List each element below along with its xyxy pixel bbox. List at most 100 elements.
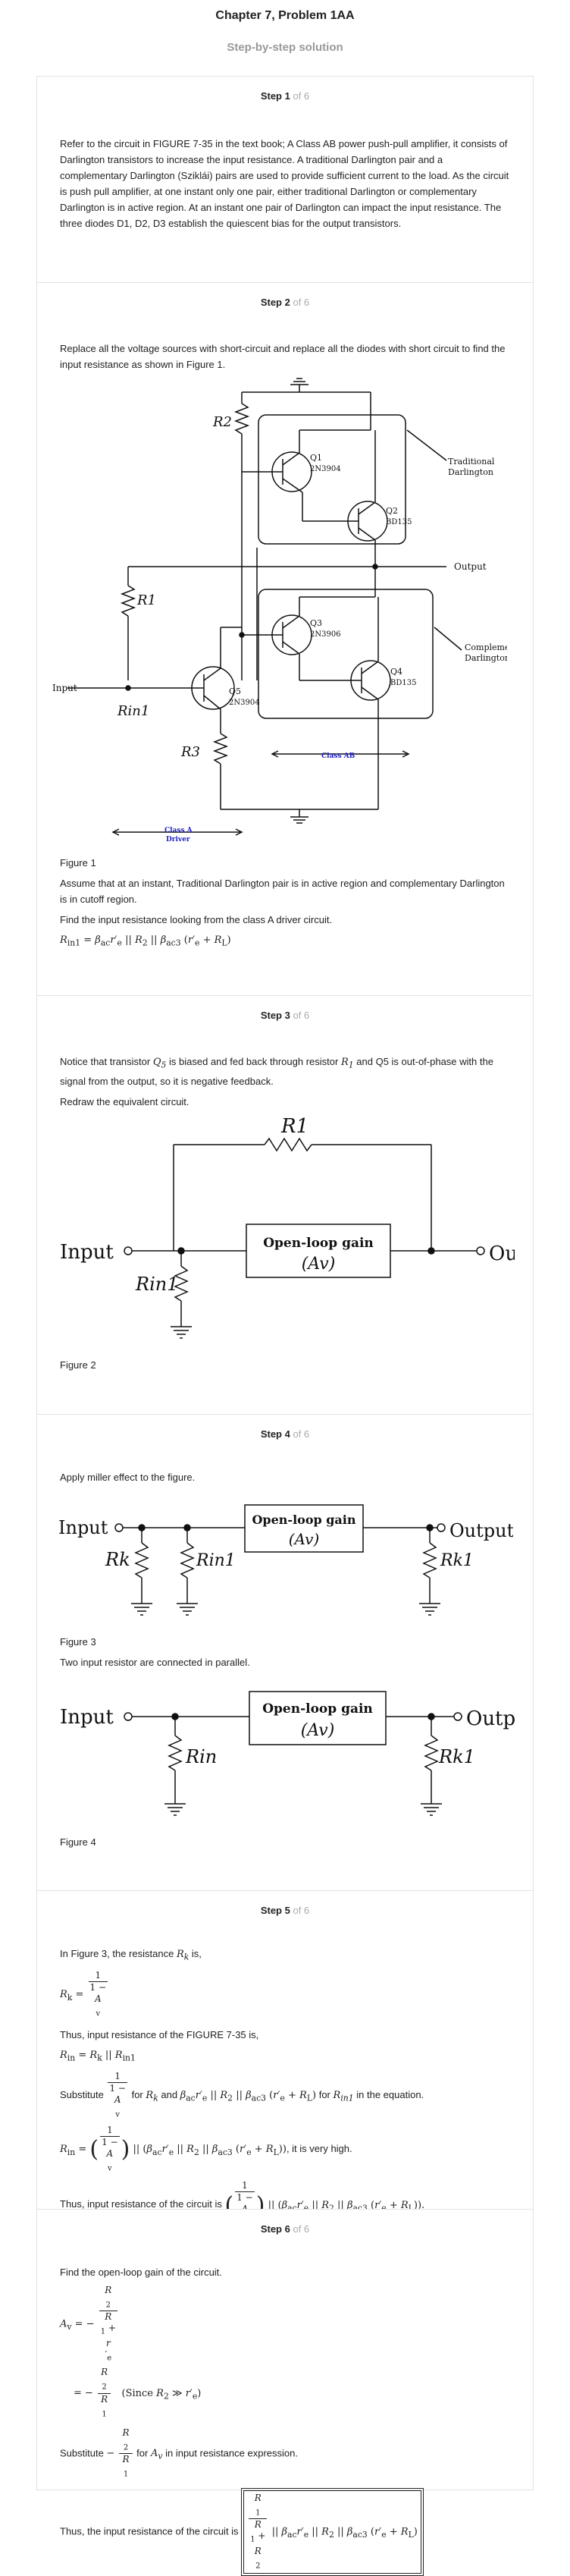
- label-darlington-1: Darlington: [448, 467, 493, 477]
- page-subtitle: Step-by-step solution: [227, 41, 343, 54]
- text-part: Substitute: [60, 2088, 104, 2100]
- symbol-rk: Rk: [176, 1949, 189, 1962]
- step-count: of 6: [293, 1010, 310, 1021]
- label-output: Output: [489, 1242, 515, 1265]
- step-count: of 6: [293, 297, 310, 308]
- text-part: and Q5 is out-of-phase with the signal f…: [60, 1056, 493, 1087]
- label-q2: Q2: [386, 506, 398, 516]
- step-label: Step 4: [260, 1428, 290, 1440]
- label-rk: Rk: [105, 1549, 130, 1570]
- text-part: and: [161, 2088, 178, 2100]
- step-4-parallel: Two input resistor are connected in para…: [60, 1657, 250, 1668]
- label-complementary: Complementary: [465, 642, 507, 652]
- text-part: for: [131, 2088, 143, 2100]
- label-q5-part: 2N3904: [229, 699, 260, 707]
- step-label: Step 2: [260, 297, 290, 308]
- step-2-assumption: Assume that at an instant, Traditional D…: [60, 878, 505, 905]
- label-output: Output: [449, 1520, 513, 1541]
- step-1-header: Step 1 of 6: [37, 77, 533, 105]
- step-5-thus: Thus, input resistance of the FIGURE 7-3…: [60, 2028, 259, 2040]
- label-q2-part: BD135: [386, 518, 412, 526]
- figure-2-caption: Figure 2: [60, 1359, 96, 1371]
- symbol-r1: R1: [340, 1057, 354, 1070]
- label-input: Input: [58, 1517, 108, 1538]
- step-2-card: Step 2 of 6 Replace all the voltage sour…: [36, 282, 534, 995]
- label-q5: Q5: [229, 686, 241, 696]
- label-av: (Av): [289, 1530, 320, 1548]
- label-rin1: Rin1: [117, 703, 149, 719]
- label-darlington-2: Darlington: [465, 653, 507, 663]
- label-input: Input: [60, 1706, 114, 1729]
- figure-4-caption: Figure 4: [60, 1836, 96, 1848]
- label-open-loop-gain: Open-loop gain: [262, 1701, 373, 1717]
- label-output: Output: [466, 1707, 515, 1730]
- step-1-text: Refer to the circuit in FIGURE 7-35 in t…: [60, 138, 509, 229]
- step-label: Step 5: [260, 1905, 290, 1916]
- since-note: (Since R2 ≫ r′e): [121, 2387, 202, 2402]
- step-6-card: Step 6 of 6 Find the open-loop gain of t…: [36, 2209, 534, 2576]
- figure-1-caption: Figure 1: [60, 857, 96, 869]
- label-r3: R3: [180, 744, 200, 760]
- label-class-a: Class A: [164, 827, 193, 834]
- label-rk1: Rk1: [440, 1551, 474, 1570]
- equation-rin: Rin = Rk || Rin1: [60, 2049, 136, 2063]
- text-part: Notice that transistor: [60, 1056, 151, 1067]
- step-6-conclusion: Thus, the input resistance of the circui…: [60, 2487, 510, 2576]
- label-rin1: Rin1: [196, 1551, 236, 1570]
- label-r2: R2: [212, 414, 232, 430]
- step-count: of 6: [293, 1428, 310, 1440]
- step-4-miller: Apply miller effect to the figure.: [60, 1472, 196, 1483]
- figure-3-caption: Figure 3: [60, 1636, 96, 1648]
- step-3-redraw: Redraw the equivalent circuit.: [60, 1095, 189, 1107]
- step-3-notice: Notice that transistor Q5 is biased and …: [60, 1054, 510, 1089]
- label-av: (Av): [301, 1721, 335, 1740]
- page-title: Chapter 7, Problem 1AA: [215, 9, 355, 22]
- figure-3-circuit: Input Output Rk Rin1 Rk1 Open-loop gain …: [58, 1504, 513, 1616]
- text-part: Substitute: [60, 2447, 104, 2459]
- step-2-header: Step 2 of 6: [37, 283, 533, 312]
- label-q1: Q1: [310, 453, 322, 463]
- label-r1: R1: [280, 1115, 308, 1138]
- text-part: in the equation.: [356, 2088, 424, 2100]
- label-driver: Driver: [166, 836, 190, 843]
- text-part: In Figure 3, the resistance: [60, 1948, 174, 1959]
- step-6-intro: Find the open-loop gain of the circuit.: [60, 2267, 222, 2278]
- label-open-loop-gain: Open-loop gain: [252, 1513, 355, 1527]
- figure-4-circuit: Input Output Rin Rk1 Open-loop gain (Av): [60, 1691, 515, 1816]
- step-3-card: Step 3 of 6 Notice that transistor Q5 is…: [36, 995, 534, 1414]
- label-q3: Q3: [310, 618, 322, 628]
- step-4-card: Step 4 of 6 Apply miller effect to the f…: [36, 1414, 534, 1890]
- label-input: Input: [60, 1241, 114, 1264]
- text-part: for: [318, 2088, 330, 2100]
- label-open-loop-gain: Open-loop gain: [263, 1236, 374, 1251]
- step-1-card: Step 1 of 6 Refer to the circuit in FIGU…: [36, 76, 534, 282]
- label-rin: Rin: [185, 1746, 217, 1767]
- label-rin1: Rin1: [135, 1274, 178, 1295]
- symbol-q5: Q5: [152, 1057, 167, 1070]
- label-traditional: Traditional: [448, 457, 495, 467]
- label-output: Output: [454, 561, 487, 572]
- text-part: is biased and fed back through resistor: [169, 1056, 339, 1067]
- label-q4: Q4: [390, 667, 402, 677]
- step-4-header: Step 4 of 6: [37, 1415, 533, 1444]
- text-part: Thus, the input resistance of the circui…: [60, 2525, 239, 2537]
- step-5-header: Step 5 of 6: [37, 1891, 533, 1920]
- label-r1: R1: [136, 592, 156, 608]
- text-part: , it is very high.: [286, 2143, 352, 2155]
- step-5-card: Step 5 of 6 In Figure 3, the resistance …: [36, 1890, 534, 2229]
- label-input: Input: [52, 683, 77, 693]
- label-class-ab: Class AB: [321, 752, 355, 760]
- label-q1-part: 2N3904: [310, 465, 341, 473]
- label-q3-part: 2N3906: [310, 630, 341, 639]
- step-2-intro: Replace all the voltage sources with sho…: [60, 343, 506, 370]
- text-part: Thus, input resistance of the circuit is: [60, 2198, 222, 2210]
- text-part: in input resistance expression.: [165, 2447, 298, 2459]
- step-5-intro: In Figure 3, the resistance Rk is,: [60, 1946, 510, 1965]
